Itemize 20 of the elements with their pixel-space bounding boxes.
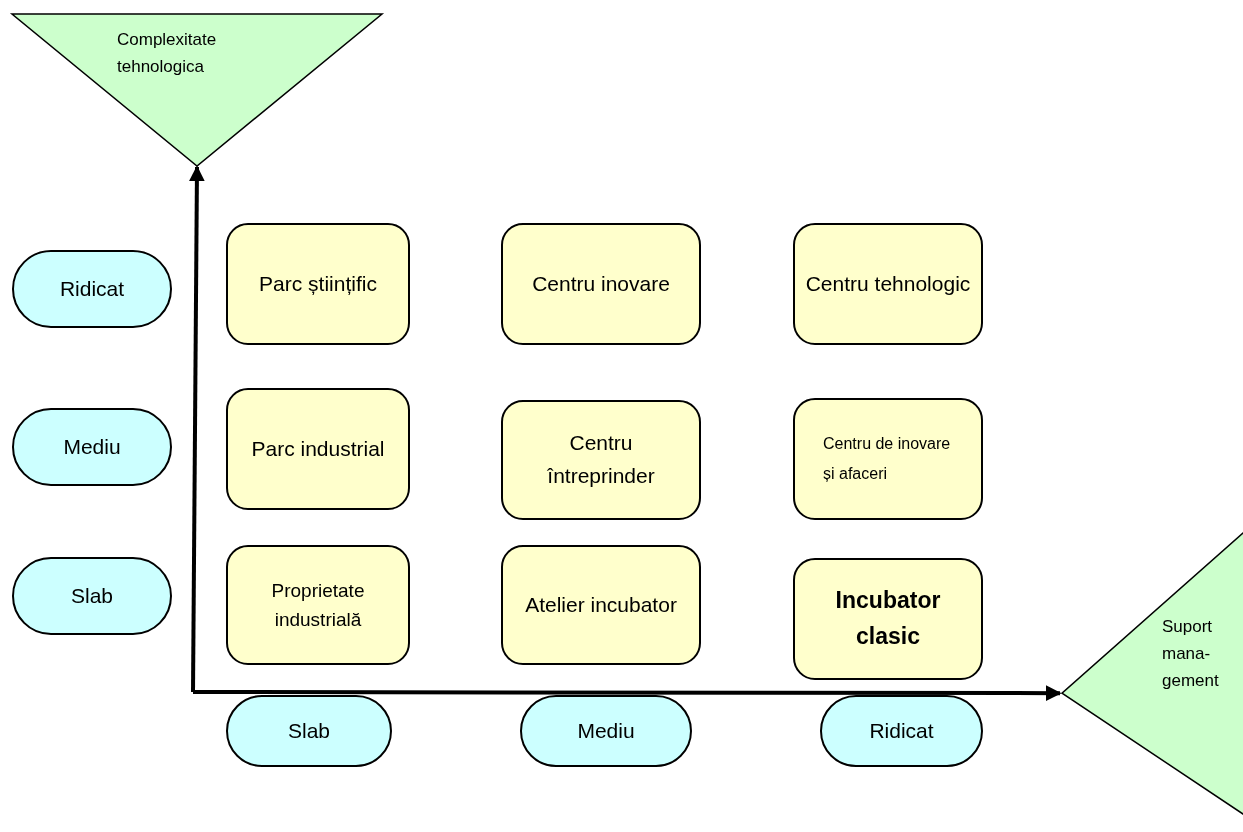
level-label: Ridicat	[12, 250, 172, 328]
axis-title: Complexitate tehnologica	[117, 29, 218, 79]
level-label: Ridicat	[820, 695, 983, 767]
level-label: Slab	[226, 695, 392, 767]
category-box: Incubator clasic	[793, 558, 983, 680]
category-box: Proprietate industrială	[226, 545, 410, 665]
category-box: Atelier incubator	[501, 545, 701, 665]
level-label: Mediu	[520, 695, 692, 767]
category-box: Parc științific	[226, 223, 410, 345]
category-box: Centru de inovare și afaceri	[793, 398, 983, 520]
category-box: Centru inovare	[501, 223, 701, 345]
category-box: Parc industrial	[226, 388, 410, 510]
axis-arrow	[188, 165, 205, 692]
category-box: Centru tehnologic	[793, 223, 983, 345]
axis-title: Suport mana- gement	[1162, 616, 1220, 693]
level-label: Slab	[12, 557, 172, 635]
triangle-shape	[12, 14, 382, 166]
axis-arrow	[193, 685, 1062, 702]
category-box: Centru întreprinder	[501, 400, 701, 520]
level-label: Mediu	[12, 408, 172, 486]
